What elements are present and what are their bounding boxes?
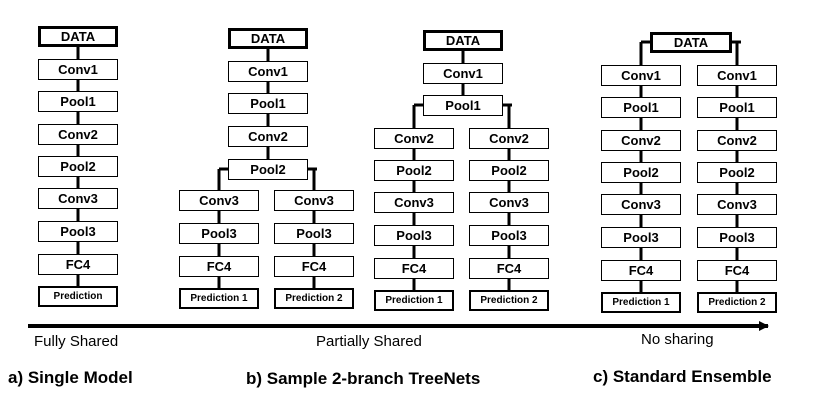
b-data-box: DATA bbox=[228, 28, 308, 49]
b1-fc4-box: FC4 bbox=[179, 256, 259, 277]
d-data-box: DATA bbox=[650, 32, 732, 53]
c1-conv2-box: Conv2 bbox=[374, 128, 454, 149]
c1-pool2-box: Pool2 bbox=[374, 160, 454, 181]
b1-prediction-box: Prediction 1 bbox=[179, 288, 259, 309]
c2-pool3-box: Pool3 bbox=[469, 225, 549, 246]
d1-conv2-box: Conv2 bbox=[601, 130, 681, 151]
b-pool2-box: Pool2 bbox=[228, 159, 308, 180]
caption-single-model: a) Single Model bbox=[8, 368, 133, 387]
c2-conv3-box: Conv3 bbox=[469, 192, 549, 213]
d1-pool2-box: Pool2 bbox=[601, 162, 681, 183]
d2-conv1-box: Conv1 bbox=[697, 65, 777, 86]
d2-conv3-box: Conv3 bbox=[697, 194, 777, 215]
caption-standard-ensemble: c) Standard Ensemble bbox=[593, 367, 772, 386]
c2-conv2-box: Conv2 bbox=[469, 128, 549, 149]
b-pool1-box: Pool1 bbox=[228, 93, 308, 114]
d2-conv2-box: Conv2 bbox=[697, 130, 777, 151]
d2-fc4-box: FC4 bbox=[697, 260, 777, 281]
d2-pool1-box: Pool1 bbox=[697, 97, 777, 118]
d2-pool3-box: Pool3 bbox=[697, 227, 777, 248]
b1-conv3-box: Conv3 bbox=[179, 190, 259, 211]
c-conv1-box: Conv1 bbox=[423, 63, 503, 84]
axis-label-fully-shared: Fully Shared bbox=[34, 333, 119, 350]
a-fc4-box: FC4 bbox=[38, 254, 118, 275]
b2-prediction-box: Prediction 2 bbox=[274, 288, 354, 309]
c1-conv3-box: Conv3 bbox=[374, 192, 454, 213]
a-pool1-box: Pool1 bbox=[38, 91, 118, 112]
c1-fc4-box: FC4 bbox=[374, 258, 454, 279]
b2-fc4-box: FC4 bbox=[274, 256, 354, 277]
a-conv2-box: Conv2 bbox=[38, 124, 118, 145]
c2-fc4-box: FC4 bbox=[469, 258, 549, 279]
b1-pool3-box: Pool3 bbox=[179, 223, 259, 244]
c-pool1-box: Pool1 bbox=[423, 95, 503, 116]
d2-pool2-box: Pool2 bbox=[697, 162, 777, 183]
b-conv2-box: Conv2 bbox=[228, 126, 308, 147]
axis-label-no-sharing: No sharing bbox=[641, 331, 714, 348]
d1-fc4-box: FC4 bbox=[601, 260, 681, 281]
c2-pool2-box: Pool2 bbox=[469, 160, 549, 181]
caption-treenets: b) Sample 2-branch TreeNets bbox=[246, 369, 481, 388]
a-conv3-box: Conv3 bbox=[38, 188, 118, 209]
d1-conv1-box: Conv1 bbox=[601, 65, 681, 86]
d1-pool3-box: Pool3 bbox=[601, 227, 681, 248]
d1-pool1-box: Pool1 bbox=[601, 97, 681, 118]
c-data-box: DATA bbox=[423, 30, 503, 51]
d1-prediction-box: Prediction 1 bbox=[601, 292, 681, 313]
b-conv1-box: Conv1 bbox=[228, 61, 308, 82]
c1-pool3-box: Pool3 bbox=[374, 225, 454, 246]
a-conv1-box: Conv1 bbox=[38, 59, 118, 80]
a-pool2-box: Pool2 bbox=[38, 156, 118, 177]
d2-prediction-box: Prediction 2 bbox=[697, 292, 777, 313]
a-prediction-box: Prediction bbox=[38, 286, 118, 307]
a-data-box: DATA bbox=[38, 26, 118, 47]
c1-prediction-box: Prediction 1 bbox=[374, 290, 454, 311]
b2-conv3-box: Conv3 bbox=[274, 190, 354, 211]
b2-pool3-box: Pool3 bbox=[274, 223, 354, 244]
axis-label-partially-shared: Partially Shared bbox=[316, 333, 422, 350]
c2-prediction-box: Prediction 2 bbox=[469, 290, 549, 311]
d1-conv3-box: Conv3 bbox=[601, 194, 681, 215]
a-pool3-box: Pool3 bbox=[38, 221, 118, 242]
